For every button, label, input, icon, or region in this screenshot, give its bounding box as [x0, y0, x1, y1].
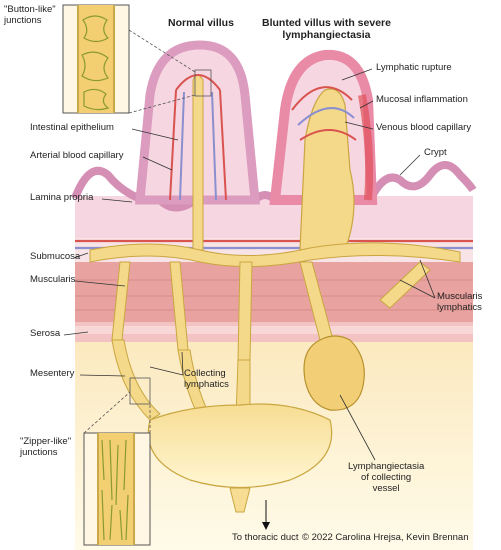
button-label-line2: junctions: [4, 14, 42, 26]
button-junctions-label: "Button-like" junctions: [4, 4, 56, 27]
lymphangiectasia-label: Lymphangiectasia of collecting vessel: [348, 461, 425, 495]
button-label-line1: "Button-like": [4, 4, 56, 15]
muscularis-label: Muscularis: [30, 274, 76, 285]
arterial-capillary-label: Arterial blood capillary: [30, 150, 124, 161]
intestinal-epithelium-label: Intestinal epithelium: [30, 122, 114, 133]
thoracic-duct-label: To thoracic duct: [232, 532, 299, 543]
muscularis-lymph-line1: Muscularis: [437, 291, 483, 302]
collecting-lymphatics: [111, 339, 251, 421]
zipper-junctions-label: "Zipper-like" junctions: [20, 436, 72, 459]
leader-lines: [63, 68, 436, 461]
normal-villus-title: Normal villus: [168, 17, 234, 29]
mucosal-inflammation-label: Mucosal inflammation: [376, 94, 468, 105]
serosa-label: Serosa: [30, 328, 61, 339]
lymphangiectasia-line3: vessel: [372, 482, 400, 494]
dilated-collecting-vessel: [303, 335, 365, 411]
muscularis-lymph-line2: lymphatics: [437, 301, 482, 313]
collecting-label-line1: Collecting: [184, 368, 226, 379]
blunted-title-line2: lymphangiectasia: [282, 29, 371, 42]
zipper-label-line1: "Zipper-like": [20, 436, 72, 447]
lymphangiectasia-line2: of collecting: [361, 471, 412, 483]
mesentery-label: Mesentery: [30, 368, 75, 379]
collecting-label-line2: lymphatics: [184, 378, 229, 390]
venous-capillary-label: Venous blood capillary: [376, 122, 472, 133]
crypt-label: Crypt: [424, 147, 447, 158]
lymphatic-rupture-label: Lymphatic rupture: [376, 62, 452, 73]
muscularis-lymphatics-label: Muscularis lymphatics: [437, 291, 483, 314]
copyright-text: © 2022 Carolina Hrejsa, Kevin Brennan: [302, 532, 469, 543]
lymphangiectasia-line1: Lymphangiectasia: [348, 461, 425, 472]
collecting-lymphatics-label: Collecting lymphatics: [184, 368, 229, 391]
lymph-duct-sac: [147, 403, 333, 489]
central-lacteal: [192, 74, 204, 251]
submucosa-label: Submucosa: [30, 251, 81, 262]
blunted-villus-title: Blunted villus with severe lymphangiecta…: [262, 17, 391, 41]
blunted-title-line1: Blunted villus with severe: [262, 17, 391, 29]
lymphatic-network: [89, 242, 461, 361]
dilated-lacteal: [299, 88, 355, 251]
zipper-label-line2: junctions: [20, 446, 58, 458]
lamina-propria-label: Lamina propria: [30, 192, 94, 203]
